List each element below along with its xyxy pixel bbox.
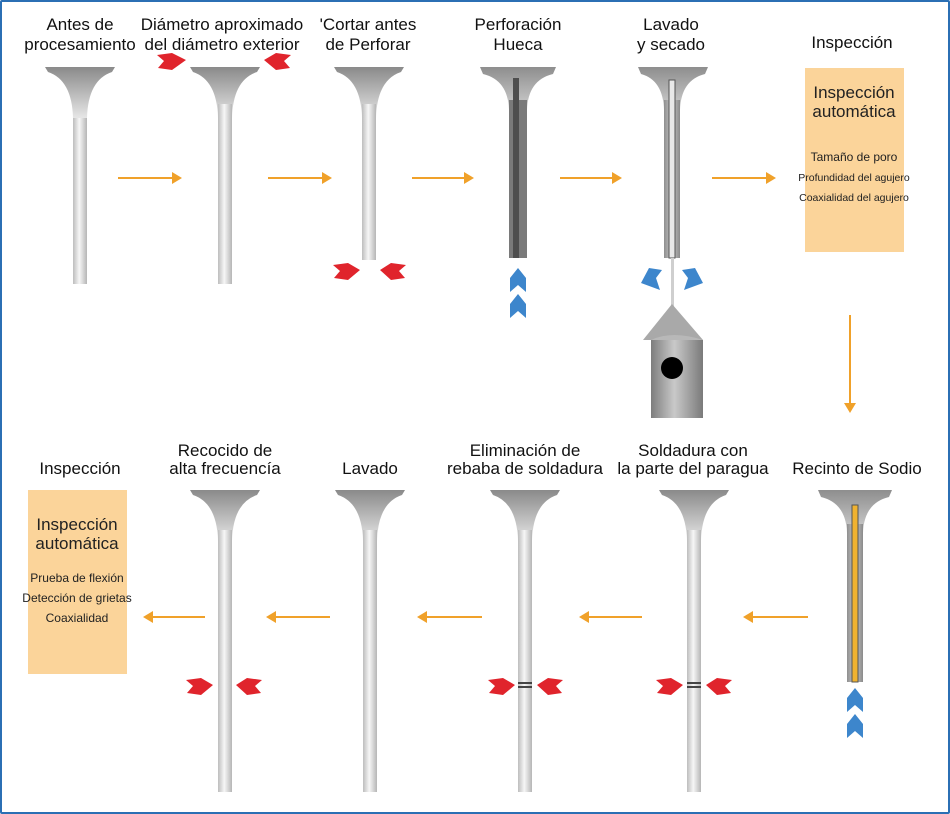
valve-hollow-icon <box>638 67 708 310</box>
inspection-item: Detección de grietas <box>22 591 131 605</box>
step-label: Antes de <box>46 15 113 34</box>
inspection-title: automática <box>35 534 119 553</box>
cutting-tool-icon <box>157 53 406 280</box>
valve-icon <box>190 67 260 284</box>
step-label: Perforación <box>475 15 562 34</box>
flow-arrow-icon <box>118 172 856 413</box>
step-label: Lavado <box>342 459 398 478</box>
inspection-title: Inspección <box>813 83 894 102</box>
valve-icon <box>335 490 405 792</box>
inspection-box <box>28 490 127 674</box>
inspection-item: Profundidad del agujero <box>798 172 910 184</box>
step-label: Diámetro aproximado <box>141 15 304 34</box>
washer-nozzle-icon <box>643 304 703 418</box>
step-label: de Perforar <box>325 35 410 54</box>
valve-icon <box>659 490 729 792</box>
step-label: la parte del paragua <box>617 459 769 478</box>
valve-icon <box>45 67 115 284</box>
step-label: procesamiento <box>24 35 136 54</box>
inspection-item: Coaxialidad <box>46 611 109 625</box>
inspection-item: Prueba de flexión <box>30 571 123 585</box>
step-label: Recinto de Sodio <box>792 459 921 478</box>
step-label: rebaba de soldadura <box>447 459 604 478</box>
step-label: 'Cortar antes <box>320 15 417 34</box>
valve-sodium-icon <box>818 490 892 683</box>
step-label: y secado <box>637 35 705 54</box>
valve-icon <box>334 67 404 260</box>
valve-icon <box>490 490 560 792</box>
step-label: Inspección <box>811 33 892 52</box>
valve-hollow-icon <box>480 67 556 258</box>
step-label: Recocido de <box>178 441 273 460</box>
step-label: Hueca <box>493 35 543 54</box>
drill-tool-icon <box>510 268 703 318</box>
step-label: Eliminación de <box>470 441 581 460</box>
drill-tool-icon <box>847 688 863 738</box>
valve-icon <box>190 490 260 792</box>
step-label: Soldadura con <box>638 441 748 460</box>
inspection-title: automática <box>812 102 896 121</box>
inspection-item: Tamaño de poro <box>811 150 898 164</box>
step-label: del diámetro exterior <box>145 35 300 54</box>
cutting-tool-icon <box>186 678 732 695</box>
step-label: Inspección <box>39 459 120 478</box>
inspection-box <box>805 68 904 252</box>
flow-arrow-icon <box>143 611 808 623</box>
inspection-title: Inspección <box>36 515 117 534</box>
step-label: alta frecuencía <box>169 459 281 478</box>
inspection-item: Coaxialidad del agujero <box>799 192 909 204</box>
step-label: Lavado <box>643 15 699 34</box>
